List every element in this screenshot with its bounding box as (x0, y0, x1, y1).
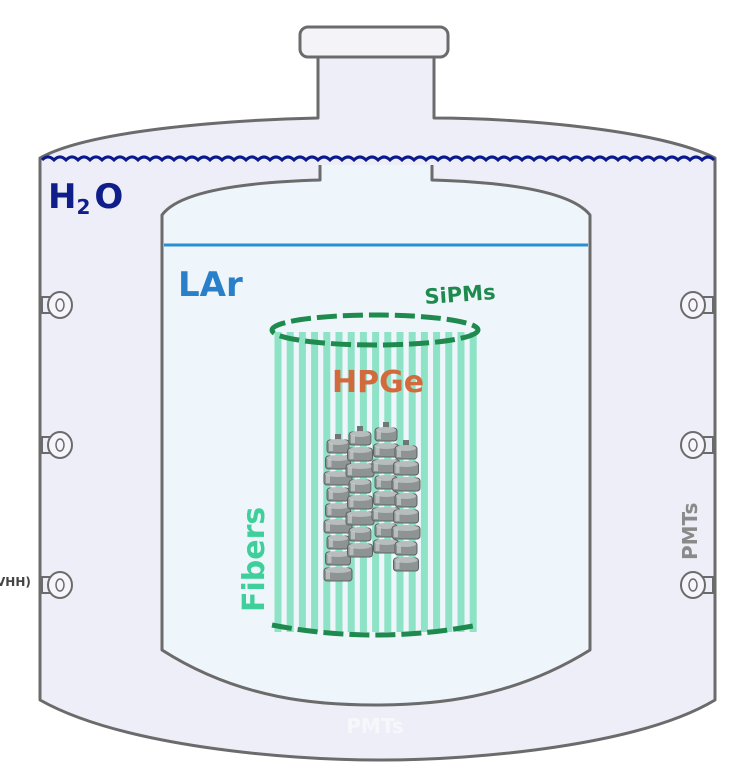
detector-highlight (374, 463, 378, 471)
detector-highlight (329, 491, 333, 499)
pmt-window (688, 298, 698, 312)
pmt-array (41, 291, 714, 599)
pmt-icon (47, 431, 73, 459)
detector-highlight (351, 531, 355, 539)
detector-highlight (351, 483, 355, 491)
detector-highlight (377, 431, 381, 439)
cut-off-label: VHH) (0, 575, 31, 589)
detector-top-face (394, 509, 418, 515)
detector-highlight (351, 435, 355, 443)
water-surface-line (40, 155, 716, 163)
pmts-label: PMTs (678, 503, 702, 560)
detector-highlight (377, 527, 381, 535)
fibers-label: Fibers (237, 507, 272, 612)
detector-highlight (349, 499, 354, 507)
detector-highlight (326, 571, 330, 579)
pmt-window (55, 298, 65, 312)
detector-highlight (327, 459, 332, 467)
detector-top-face (326, 551, 350, 557)
sipms-label: SiPMs (424, 280, 497, 309)
lar-label: LAr (178, 265, 243, 305)
detector-top-face (347, 463, 373, 469)
detector-top-face (374, 491, 398, 497)
pmt-window (55, 438, 65, 452)
detector-highlight (326, 475, 330, 483)
detector-highlight (394, 481, 398, 489)
detector-highlight (375, 543, 380, 551)
detector-highlight (375, 495, 380, 503)
detector-highlight (374, 511, 378, 519)
detector-highlight (327, 555, 332, 563)
detector-top-face (393, 525, 419, 531)
pmt-icon (680, 571, 706, 599)
detector-top-face (325, 519, 351, 525)
detector-top-face (394, 461, 418, 467)
pmt-icon (47, 571, 73, 599)
detector-top-face (347, 511, 373, 517)
detector-highlight (348, 515, 352, 523)
detector-top-face (394, 557, 418, 563)
pmt-window (688, 438, 698, 452)
detector-highlight (395, 465, 400, 473)
hpge-detector-array (323, 422, 421, 582)
detector-highlight (395, 561, 400, 569)
detector-highlight (327, 507, 332, 515)
pmt-icon (680, 291, 706, 319)
detector-highlight (326, 523, 330, 531)
detector-highlight (395, 513, 400, 521)
detector-top-face (325, 471, 351, 477)
sipm-ring-top (269, 312, 481, 348)
detector-highlight (397, 545, 401, 553)
detector-highlight (397, 497, 401, 505)
pmts-label-bottom: PMTs (346, 714, 403, 738)
pmt-icon (47, 291, 73, 319)
detector-highlight (329, 443, 333, 451)
pmt-icon (680, 431, 706, 459)
detector-top-face (348, 543, 372, 549)
detector-top-face (325, 567, 351, 573)
detector-top-face (374, 443, 398, 449)
pmt-window (55, 578, 65, 592)
detector-top-face (373, 459, 399, 465)
detector-top-face (393, 477, 419, 483)
detector-top-face (326, 503, 350, 509)
detector-highlight (397, 449, 401, 457)
detector-top-face (326, 455, 350, 461)
detector-top-face (373, 507, 399, 513)
tank-top-flange (298, 25, 450, 59)
detector-highlight (377, 479, 381, 487)
detector-highlight (349, 451, 354, 459)
detector-top-face (348, 495, 372, 501)
detector-top-face (374, 539, 398, 545)
detector-highlight (375, 447, 380, 455)
pmt-window (688, 578, 698, 592)
detector-highlight (349, 547, 354, 555)
detector-highlight (348, 467, 352, 475)
detector-top-face (348, 447, 372, 453)
hpge-label: HPGe (332, 365, 424, 400)
detector-highlight (329, 539, 333, 547)
detector-highlight (394, 529, 398, 537)
